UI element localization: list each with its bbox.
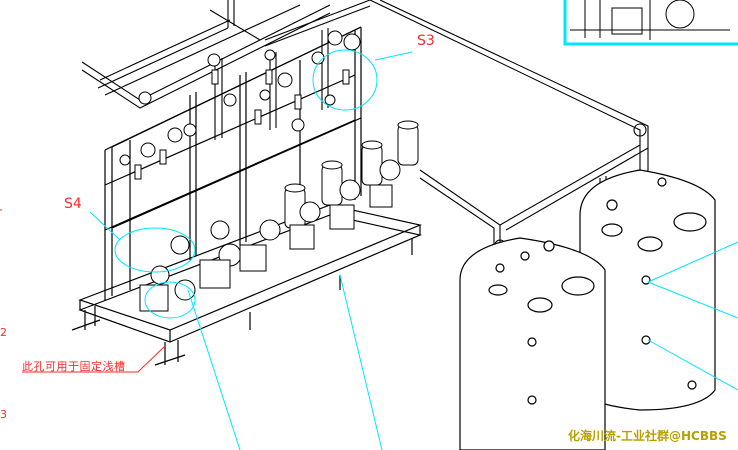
leader-lines xyxy=(89,49,738,450)
callout-label-s4: S4 xyxy=(64,196,82,212)
callout-label-s3: S3 xyxy=(417,33,435,49)
note-leader-line xyxy=(22,344,167,373)
pumps xyxy=(139,120,419,312)
detail-view-frame xyxy=(563,0,738,46)
storage-tanks xyxy=(459,169,716,450)
valves-and-gauges xyxy=(119,30,361,180)
fixing-hole-note: 此孔可用于固定浅槽 xyxy=(22,360,126,373)
edge-mark-3: 3 xyxy=(0,408,7,421)
detail-view-content xyxy=(570,0,730,40)
watermark-text: 化海川流-工业社群@HCBBS xyxy=(568,429,727,443)
edge-mark-2: 2 xyxy=(0,326,7,339)
pipe-rack xyxy=(104,26,362,300)
top-piping xyxy=(81,0,371,140)
